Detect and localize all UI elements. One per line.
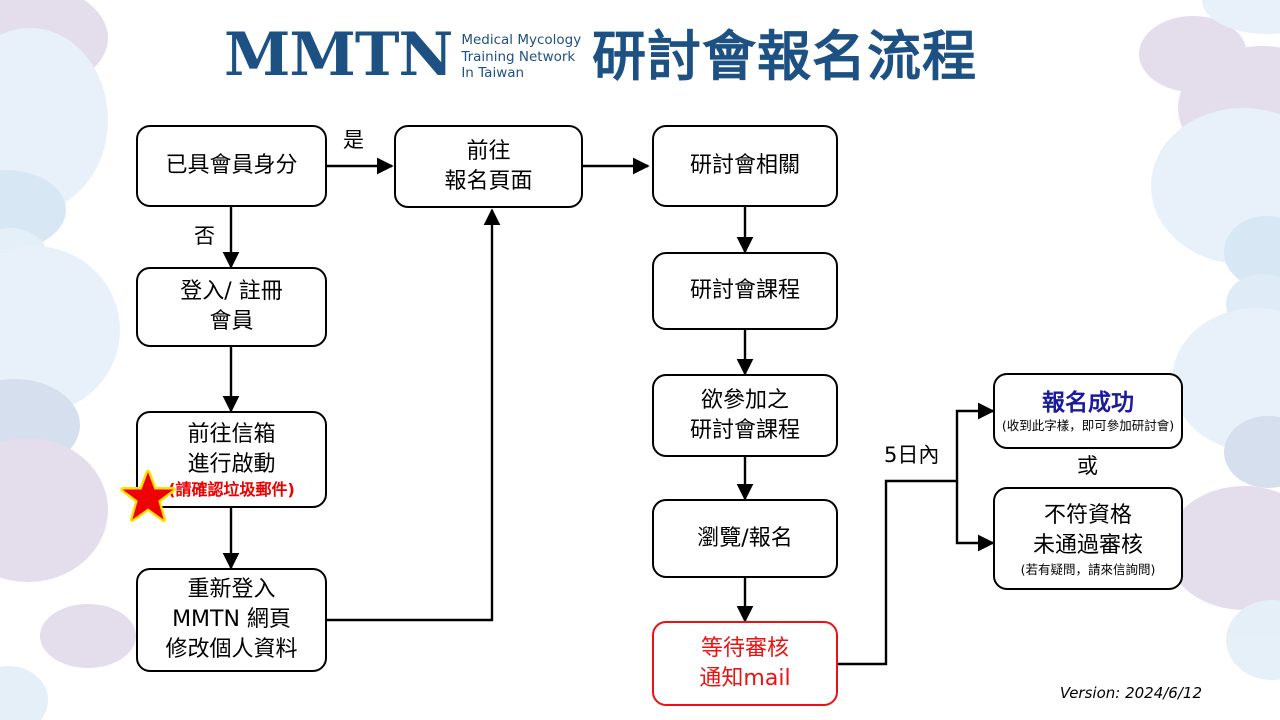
edge-label-within-5-days: 5日內 <box>884 443 940 467</box>
node-browse-signup-line-1: 瀏覽/報名 <box>697 525 793 551</box>
node-success[interactable]: 報名成功 (收到此字樣，即可參加研討會) <box>993 373 1183 449</box>
node-seminar-course[interactable]: 研討會課程 <box>652 252 838 330</box>
node-seminar-course-line-1: 研討會課程 <box>689 278 800 303</box>
node-go-signup[interactable]: 前往 報名頁面 <box>394 125 583 208</box>
node-activate-mail[interactable]: 前往信箱 進行啟動 (請確認垃圾郵件) <box>136 411 327 508</box>
node-desired-course-line-2: 研討會課程 <box>689 417 800 443</box>
node-rejected-line-2: 未通過審核 <box>1032 532 1143 558</box>
node-success-title: 報名成功 <box>1042 389 1134 416</box>
node-member-check[interactable]: 已具會員身分 <box>136 125 327 207</box>
wire-await-to-rejected <box>955 481 995 552</box>
wire-relogin-to-signup <box>327 208 501 622</box>
logo-subtitle: Medical Mycology Training Network In Tai… <box>461 32 581 82</box>
node-success-note: (收到此字樣，即可參加研討會) <box>1001 417 1175 433</box>
node-seminar-info-line-1: 研討會相關 <box>689 153 800 178</box>
red-star-icon <box>120 469 176 524</box>
node-desired-course-line-1: 欲參加之 <box>700 387 789 413</box>
node-relogin-line-1: 重新登入 <box>187 577 276 602</box>
node-relogin[interactable]: 重新登入 MMTN 網頁 修改個人資料 <box>136 568 327 672</box>
node-activate-mail-line-1: 前往信箱 <box>187 421 276 447</box>
node-browse-signup[interactable]: 瀏覽/報名 <box>652 499 838 578</box>
page-title: 研討會報名流程 <box>592 25 977 88</box>
node-go-signup-line-1: 前往 <box>466 138 511 164</box>
node-rejected-note: (若有疑問，請來信詢問) <box>1020 561 1156 577</box>
node-rejected[interactable]: 不符資格 未通過審核 (若有疑問，請來信詢問) <box>993 487 1183 590</box>
node-go-signup-line-2: 報名頁面 <box>444 168 533 194</box>
node-await-review-line-1: 等待審核 <box>700 635 789 661</box>
edge-label-no: 否 <box>194 224 215 248</box>
node-await-review-line-2: 通知mail <box>699 665 791 691</box>
mmtn-logo: MMTN Medical Mycology Training Network I… <box>224 20 581 90</box>
node-desired-course[interactable]: 欲參加之 研討會課程 <box>652 374 838 457</box>
edge-label-yes: 是 <box>343 128 364 152</box>
node-relogin-line-3: 修改個人資料 <box>165 637 298 662</box>
logo-subtitle-line-1: Medical Mycology <box>461 32 582 48</box>
node-login-register[interactable]: 登入/ 註冊 會員 <box>136 267 327 347</box>
node-activate-mail-note: (請確認垃圾郵件) <box>168 479 295 499</box>
logo-subtitle-line-3: In Taiwan <box>461 65 525 81</box>
edge-label-or: 或 <box>1077 454 1098 478</box>
logo-wordmark: MMTN <box>224 20 453 90</box>
header: MMTN Medical Mycology Training Network I… <box>0 0 1280 112</box>
node-login-register-line-1: 登入/ 註冊 <box>180 279 283 304</box>
node-login-register-line-2: 會員 <box>209 309 254 334</box>
node-activate-mail-line-2: 進行啟動 <box>187 451 276 477</box>
node-seminar-info[interactable]: 研討會相關 <box>652 125 838 207</box>
node-member-check-line-1: 已具會員身分 <box>165 153 298 178</box>
node-relogin-line-2: MMTN 網頁 <box>172 607 291 632</box>
node-rejected-line-1: 不符資格 <box>1043 502 1132 528</box>
logo-subtitle-line-2: Training Network <box>461 48 576 65</box>
node-await-review[interactable]: 等待審核 通知mail <box>652 621 838 706</box>
version-label: Version: 2024/6/12 <box>1059 684 1202 702</box>
